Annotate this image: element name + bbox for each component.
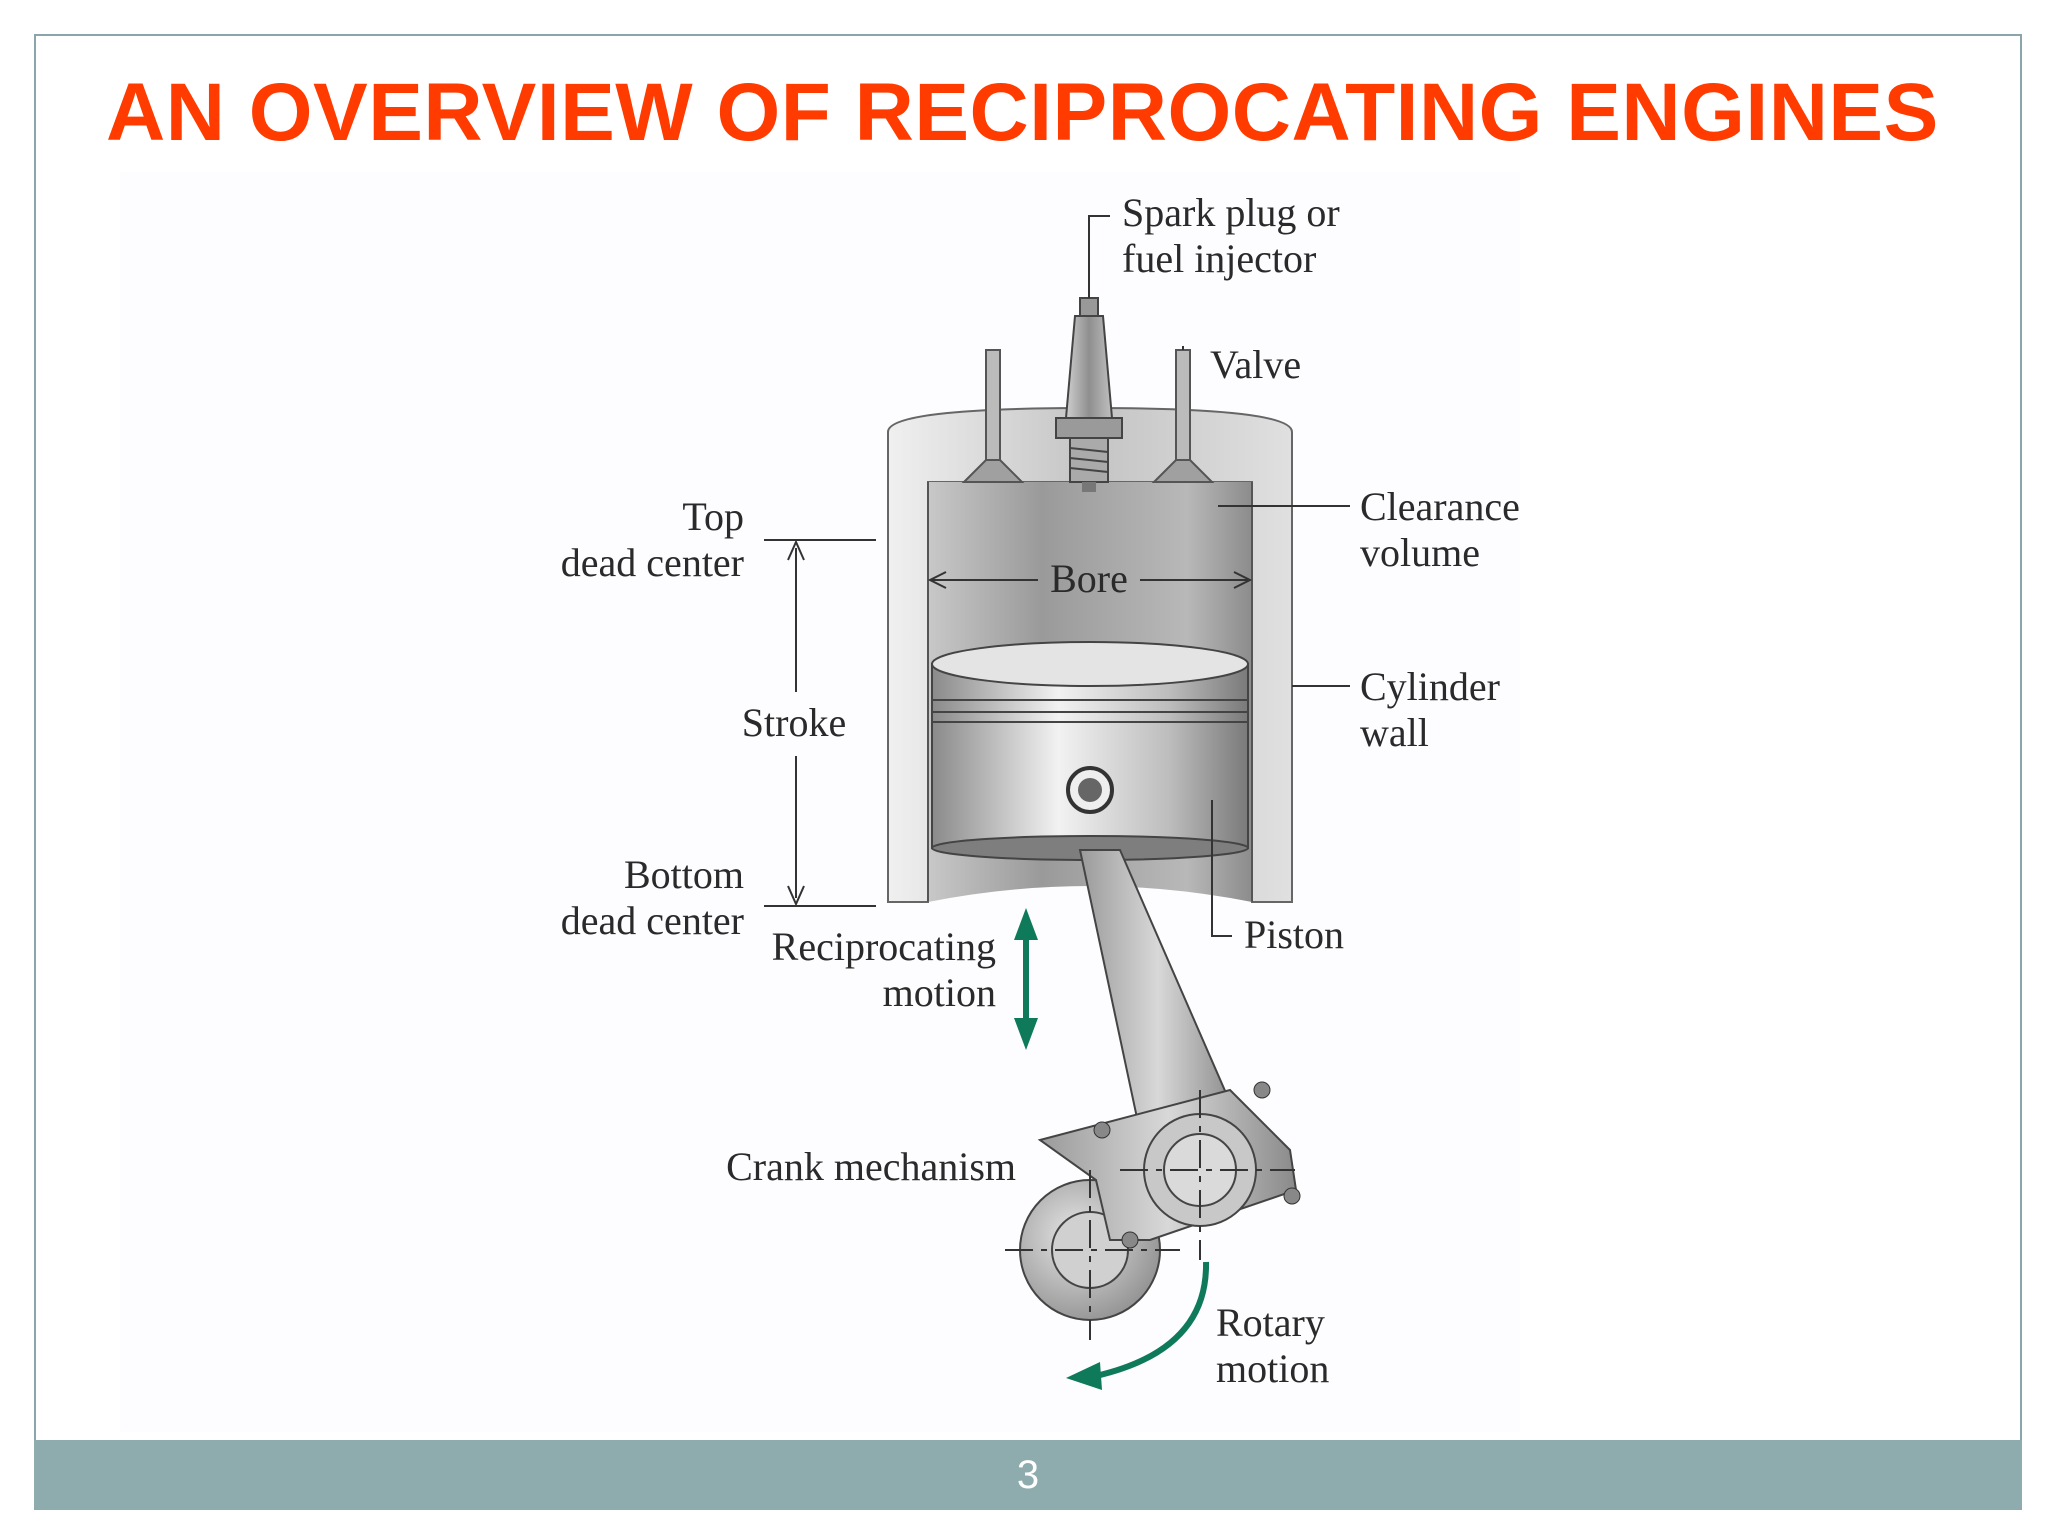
piston (931, 641, 1249, 861)
rotary-arrow-icon (1066, 1261, 1210, 1390)
rotary-motion-label-line1: Rotary (1216, 1300, 1325, 1345)
piston-label: Piston (1244, 912, 1344, 957)
bore-label: Bore (1050, 556, 1128, 601)
page-number: 3 (1016, 1452, 1040, 1497)
cylinder-wall-label-line2: wall (1360, 710, 1429, 755)
bottom-dead-center-label-line1: Bottom (624, 852, 744, 897)
bottom-dead-center-label-line2: dead center (561, 898, 744, 943)
reciprocating-arrow-icon (1014, 908, 1038, 1050)
crank-mechanism-label: Crank mechanism (726, 1144, 1016, 1189)
top-dead-center-label-line1: Top (682, 494, 744, 539)
valve-label: Valve (1210, 342, 1301, 387)
stroke-dimension (787, 539, 805, 907)
bore-dimension (927, 571, 1253, 589)
spark-plug-label-line1: Spark plug or (1122, 190, 1340, 235)
spark-plug (1055, 297, 1123, 492)
intake-valve (961, 349, 1025, 483)
reciprocating-motion-label-line1: Reciprocating (772, 924, 996, 969)
clearance-volume-label-line1: Clearance (1360, 484, 1520, 529)
footer-bar: 3 (34, 1440, 2022, 1510)
stroke-label: Stroke (742, 700, 846, 745)
cylinder-wall-label-line1: Cylinder (1360, 664, 1500, 709)
reciprocating-motion-label-line2: motion (883, 970, 996, 1015)
clearance-volume-label-line2: volume (1360, 530, 1480, 575)
slide-title: AN OVERVIEW OF RECIPROCATING ENGINES (106, 67, 1939, 158)
crank-mechanism (1005, 1081, 1301, 1340)
rotary-motion-label-line2: motion (1216, 1346, 1329, 1391)
top-dead-center-label-line2: dead center (561, 540, 744, 585)
spark-plug-label-line2: fuel injector (1122, 236, 1316, 281)
leader-lines (764, 215, 1350, 937)
